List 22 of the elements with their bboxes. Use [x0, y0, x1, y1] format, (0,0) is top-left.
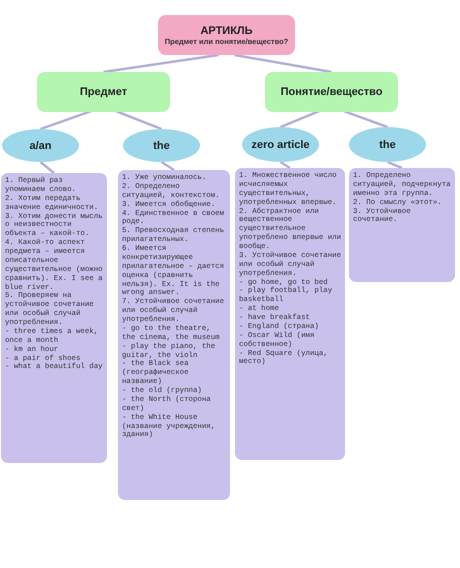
category-box: Понятие/вещество [265, 72, 398, 112]
article-ellipse: zero article [242, 127, 319, 162]
root-box [158, 15, 295, 55]
connector-line [280, 160, 291, 170]
rule-card [118, 170, 230, 500]
category-box: Предмет [37, 72, 170, 112]
rule-card [349, 168, 455, 282]
connector-line [387, 160, 402, 170]
article-ellipse: the [349, 127, 426, 162]
connector-line [40, 161, 55, 174]
article-ellipse: the [123, 129, 200, 162]
connector-line [280, 110, 320, 128]
connector-line [343, 110, 388, 128]
rule-card [1, 173, 107, 463]
connector-line [40, 110, 92, 130]
connector-line [160, 160, 175, 172]
connector-line [103, 54, 219, 74]
rule-card [235, 168, 345, 460]
article-ellipse: a/an [2, 129, 79, 162]
connector-line [234, 54, 332, 74]
connector-line [115, 110, 162, 130]
title: АРТИКЛЬ [200, 24, 253, 36]
